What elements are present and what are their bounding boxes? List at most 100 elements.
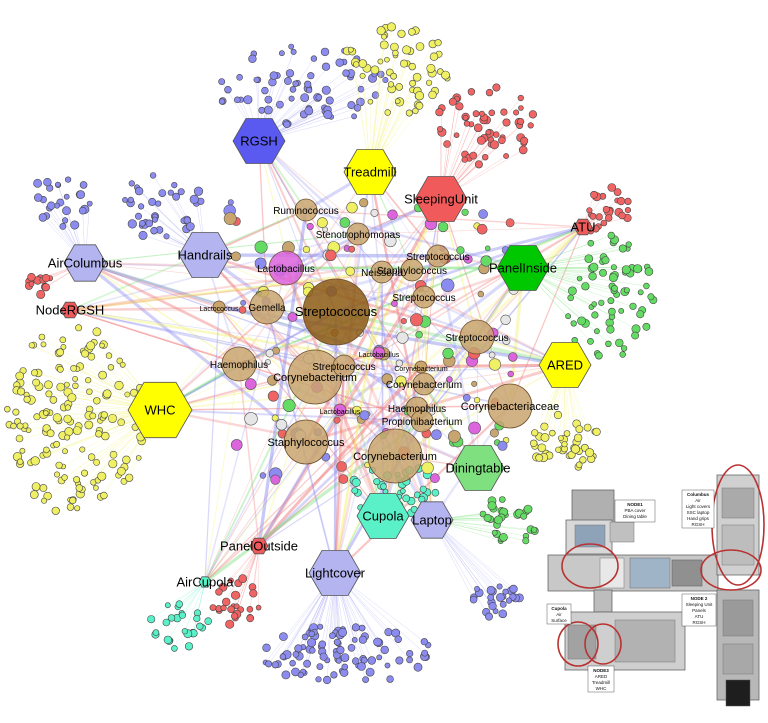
iss-label-node1: NODE1 PBA cover Dining table	[614, 499, 656, 523]
peripheral-node	[453, 132, 460, 138]
peripheral-node	[138, 203, 145, 210]
inner-node	[446, 376, 453, 383]
peripheral-node	[619, 351, 626, 358]
peripheral-node	[583, 423, 592, 432]
peripheral-node	[86, 388, 93, 395]
peripheral-node	[209, 604, 217, 611]
network-edge	[69, 309, 380, 354]
peripheral-node	[577, 316, 586, 326]
peripheral-node	[467, 88, 476, 96]
peripheral-node	[531, 429, 539, 437]
inner-node	[338, 474, 349, 484]
peripheral-node	[10, 422, 17, 430]
peripheral-node	[408, 62, 416, 71]
peripheral-node	[587, 239, 595, 247]
peripheral-node	[367, 656, 376, 665]
peripheral-node	[234, 96, 241, 104]
peripheral-node	[633, 264, 643, 274]
peripheral-node	[175, 600, 184, 608]
peripheral-node	[561, 441, 568, 448]
inner-node	[474, 397, 481, 404]
peripheral-node	[485, 129, 492, 136]
peripheral-node	[463, 120, 471, 127]
location-label: Treadmill	[344, 165, 397, 180]
location-hexagon	[178, 232, 232, 278]
inner-node	[306, 222, 314, 231]
location-label: PanelOutside	[220, 539, 298, 554]
peripheral-node	[56, 365, 64, 373]
location-label: Lightcover	[305, 566, 366, 581]
network-edge	[369, 171, 396, 457]
location-label: WHC	[144, 403, 175, 418]
peripheral-node	[333, 638, 341, 646]
location-hexagon	[414, 176, 468, 222]
inner-node	[396, 331, 409, 344]
location-label: NodeRGSH	[36, 303, 105, 318]
peripheral-node	[359, 72, 366, 79]
peripheral-node	[370, 65, 380, 75]
peripheral-node	[441, 70, 450, 80]
location-hexagon	[60, 301, 80, 319]
peripheral-node	[629, 302, 637, 310]
peripheral-node	[89, 412, 97, 420]
network-edge	[440, 198, 478, 338]
taxon-node	[412, 372, 436, 396]
peripheral-node	[149, 172, 157, 179]
location-hexagon	[198, 576, 212, 588]
node1-title: NODE1	[627, 502, 643, 507]
taxon-node	[410, 409, 434, 433]
peripheral-node	[531, 526, 538, 533]
peripheral-edge	[249, 545, 260, 610]
inner-node	[391, 300, 398, 307]
network-edge	[335, 225, 584, 314]
peripheral-node	[618, 307, 625, 314]
peripheral-edge	[167, 581, 206, 641]
network-edge	[440, 198, 511, 407]
svg-text:Sleeping Unit: Sleeping Unit	[686, 602, 714, 607]
peripheral-edge	[171, 581, 206, 619]
peripheral-node	[443, 140, 451, 148]
network-edge	[69, 269, 413, 311]
peripheral-node	[304, 80, 312, 88]
location-hexagon	[538, 342, 592, 388]
peripheral-node	[283, 120, 291, 129]
peripheral-node	[139, 220, 146, 227]
peripheral-node	[127, 196, 134, 203]
peripheral-node	[503, 153, 509, 159]
peripheral-node	[164, 602, 171, 609]
peripheral-edge	[167, 581, 206, 606]
peripheral-node	[117, 418, 125, 427]
peripheral-node	[553, 410, 563, 420]
peripheral-node	[377, 58, 384, 65]
peripheral-node	[204, 617, 212, 626]
peripheral-node	[499, 532, 508, 542]
peripheral-node	[616, 197, 626, 206]
peripheral-node	[64, 176, 72, 183]
inner-node	[478, 209, 488, 219]
peripheral-node	[598, 299, 605, 306]
peripheral-node	[448, 97, 457, 106]
inner-node	[346, 201, 358, 214]
inner-node	[230, 439, 243, 451]
network-edge	[257, 255, 440, 547]
peripheral-node	[196, 622, 204, 630]
peripheral-node	[38, 333, 46, 341]
peripheral-node	[248, 54, 257, 63]
network-edge	[69, 309, 511, 407]
peripheral-node	[421, 649, 429, 657]
peripheral-node	[72, 375, 78, 382]
peripheral-node	[62, 206, 71, 216]
peripheral-node	[33, 193, 43, 202]
peripheral-node	[184, 642, 194, 651]
network-edge	[305, 363, 566, 444]
network-edge	[420, 198, 442, 368]
peripheral-node	[285, 69, 295, 78]
inner-node	[409, 313, 423, 327]
peripheral-node	[347, 643, 356, 652]
peripheral-node	[589, 212, 597, 220]
network-edge	[343, 226, 584, 367]
taxon-label: Corynebacterium	[353, 451, 437, 463]
network-edge	[204, 306, 220, 583]
inner-node	[497, 440, 508, 451]
peripheral-node	[261, 86, 269, 95]
